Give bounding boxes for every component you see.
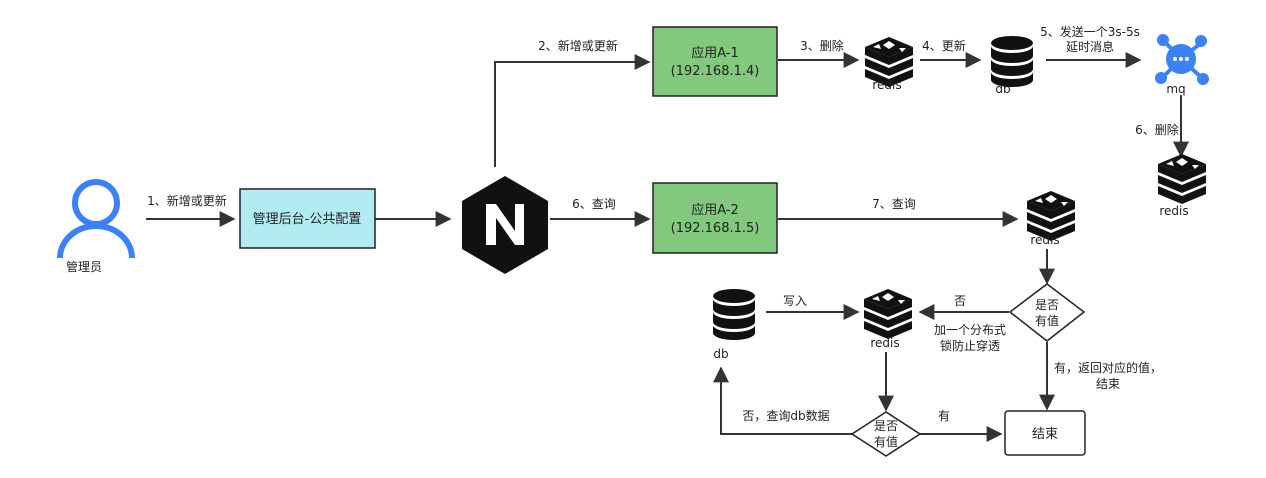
mq-icon-node (1197, 73, 1209, 85)
app-a2-ip: (192.168.1.5) (671, 221, 760, 236)
edge-label-7: 7、查询 (872, 197, 916, 211)
nginx-icon (486, 204, 524, 245)
end-box (1004, 410, 1086, 456)
admin-console-box (239, 188, 376, 249)
app-a2-name: 应用A-2 (691, 202, 739, 218)
mq-icon-node (1157, 34, 1169, 46)
app-a1-ip: (192.168.1.4) (671, 64, 760, 79)
database-icon (991, 36, 1033, 87)
mq-label: mq (1166, 82, 1185, 96)
mq-icon-dot (1179, 57, 1183, 61)
edge-label-yes-return-line1: 有，返回对应的值， (1054, 360, 1162, 375)
redis-node-lock: redis (864, 289, 912, 350)
redis-node-top: redis (865, 37, 913, 92)
decision-has-value: 是否 有值 (1008, 283, 1086, 342)
mq-icon-node (1155, 72, 1167, 84)
edge-label-5-line1: 5、发送一个3s-5s (1040, 24, 1140, 39)
redis-label: redis (872, 78, 901, 92)
app-a2-node: 应用A-2 (192.168.1.5) (652, 182, 778, 254)
edge-label-no: 否 (954, 294, 966, 308)
redis-label: redis (870, 336, 899, 350)
decision-line2: 有值 (874, 434, 898, 449)
decision-line2: 有值 (1035, 313, 1059, 328)
db-label: db (995, 82, 1010, 96)
edge-label-1: 1、新增或更新 (147, 193, 227, 208)
admin-user-node: 管理员 (57, 179, 135, 274)
app-a1-box (652, 26, 778, 97)
redis-icon (864, 289, 912, 339)
edge-label-no-query-db: 否，查询db数据 (742, 408, 829, 423)
db-node-bottom: db (713, 289, 755, 361)
edge-label-6-query: 6、查询 (572, 197, 616, 211)
edge-label-6-delete: 6、删除 (1135, 122, 1179, 137)
redis-node-query: redis (1027, 191, 1075, 247)
mq-icon-dot (1185, 57, 1189, 61)
end-node: 结束 (1004, 410, 1086, 456)
mq-node: mq (1155, 34, 1209, 96)
decision-diamond (1008, 283, 1086, 342)
app-a1-name: 应用A-1 (691, 45, 739, 61)
edge-label-write: 写入 (783, 294, 807, 308)
edge-nginx-to-app-a1 (494, 54, 651, 167)
redis-label: redis (1030, 233, 1059, 247)
edge-label-lock-line1: 加一个分布式 (934, 323, 1006, 337)
edge-label-yes-return-line2: 结束 (1096, 377, 1120, 391)
nginx-node (462, 176, 548, 274)
edge-label-4: 4、更新 (922, 38, 966, 53)
redis-icon (1158, 154, 1206, 204)
edge-label-yes: 有 (938, 409, 950, 423)
redis-node-mq: redis (1158, 154, 1206, 218)
mq-icon-node (1195, 35, 1207, 47)
decision-has-value-2: 是否 有值 (850, 411, 922, 457)
person-body-icon (57, 223, 135, 259)
decision-line1: 是否 (1035, 298, 1059, 312)
redis-label: redis (1159, 204, 1188, 218)
database-icon (713, 289, 755, 340)
mq-icon-dot (1173, 57, 1177, 61)
db-label: db (713, 347, 728, 361)
decision-line1: 是否 (874, 419, 898, 433)
admin-console-node: 管理后台-公共配置 (239, 188, 376, 249)
edge-label-lock-line2: 锁防止穿透 (940, 338, 1000, 353)
person-icon (72, 179, 120, 227)
end-label: 结束 (1032, 427, 1058, 442)
edge-label-2: 2、新增或更新 (538, 38, 618, 53)
edge-label-3: 3、删除 (800, 38, 844, 53)
edge-decision2-no-to-db (713, 366, 852, 435)
admin-console-label: 管理后台-公共配置 (253, 212, 362, 227)
admin-user-label: 管理员 (66, 259, 102, 274)
edge-label-5-line2: 延时消息 (1066, 39, 1114, 54)
decision-diamond (850, 411, 922, 457)
app-a2-box (652, 182, 778, 254)
app-a1-node: 应用A-1 (192.168.1.4) (652, 26, 778, 97)
db-node-top: db (991, 36, 1033, 96)
